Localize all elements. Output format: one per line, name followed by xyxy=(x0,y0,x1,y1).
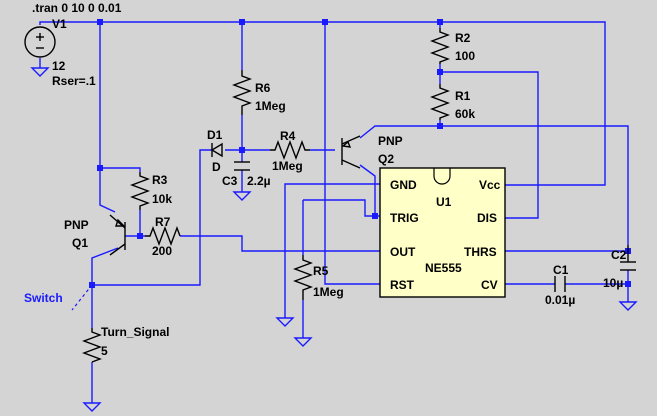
switch-label: Switch xyxy=(24,291,63,305)
transistor-q2[interactable] xyxy=(341,135,361,169)
c1-name: C1 xyxy=(553,263,569,277)
r1-name: R1 xyxy=(455,89,471,103)
transistor-q1[interactable] xyxy=(109,214,126,256)
pin-rst-label: RST xyxy=(390,278,415,292)
resistor-r5[interactable] xyxy=(293,255,313,300)
v1-name: V1 xyxy=(52,17,67,31)
c2-value: 10µ xyxy=(603,276,623,290)
switch-icon[interactable] xyxy=(71,284,93,311)
c3-value: 2.2µ xyxy=(247,174,271,188)
source-icon xyxy=(24,26,56,58)
r7-name: R7 xyxy=(155,215,171,229)
ic-body xyxy=(379,167,506,298)
junction-dot xyxy=(322,19,328,25)
junction-dot xyxy=(97,165,103,171)
junction-dot xyxy=(239,19,245,25)
wire-dis[interactable] xyxy=(440,71,539,219)
ic-name: U1 xyxy=(436,195,452,209)
r6-value: 1Meg xyxy=(255,99,286,113)
r1-value: 60k xyxy=(455,107,475,121)
capacitor-c2[interactable] xyxy=(620,245,636,271)
q2-type: PNP xyxy=(378,134,403,148)
resistor-r2[interactable] xyxy=(430,28,450,64)
voltage-source-v1[interactable] xyxy=(24,26,56,58)
lamp-turn-signal[interactable] xyxy=(82,328,102,363)
v1-value: 12 xyxy=(52,59,66,73)
d1-name: D1 xyxy=(207,128,223,142)
wire-switch-node[interactable] xyxy=(92,149,212,286)
q1-name: Q1 xyxy=(72,236,88,250)
q2-name: Q2 xyxy=(378,152,394,166)
junction-dot xyxy=(239,147,245,153)
r2-name: R2 xyxy=(455,31,471,45)
r4-name: R4 xyxy=(280,129,296,143)
c2-name: C2 xyxy=(611,248,627,262)
c3-name: C3 xyxy=(222,174,238,188)
wire-q2-emitter[interactable] xyxy=(359,125,440,139)
c1-value: 0.01µ xyxy=(545,293,575,307)
pin-cv-label: CV xyxy=(481,278,498,292)
resistor-r1[interactable] xyxy=(430,84,450,120)
wire-rst[interactable] xyxy=(324,250,380,285)
r2-value: 100 xyxy=(455,49,475,63)
resistor-r3[interactable] xyxy=(130,172,150,210)
pin-out-label: OUT xyxy=(390,245,416,259)
ground-symbols xyxy=(30,67,638,412)
diode-d1[interactable] xyxy=(210,142,223,158)
wire-supply-rail[interactable] xyxy=(39,21,606,186)
wires xyxy=(39,21,629,403)
v1-param: Rser=.1 xyxy=(52,74,96,88)
junction-dot xyxy=(625,281,631,287)
lamp-name: Turn_Signal xyxy=(101,325,169,339)
ground-icon xyxy=(82,402,102,412)
r3-value: 10k xyxy=(152,192,172,206)
r6-name: R6 xyxy=(255,81,271,95)
junction-dot xyxy=(437,19,443,25)
wire-q1-collector[interactable] xyxy=(91,247,119,285)
capacitor-c3[interactable] xyxy=(234,161,250,171)
junction-dot xyxy=(372,213,378,219)
ic-notch xyxy=(433,168,451,185)
r7-value: 200 xyxy=(152,244,172,258)
junction-dot xyxy=(97,19,103,25)
ground-icon xyxy=(275,317,295,327)
wire-r7-out[interactable] xyxy=(180,235,380,252)
q1-type: PNP xyxy=(64,218,89,232)
r5-value: 1Meg xyxy=(313,285,344,299)
capacitor-c1[interactable] xyxy=(554,276,566,292)
pin-thrs-label: THRS xyxy=(464,245,497,259)
lamp-value: 5 xyxy=(101,344,108,358)
r5-name: R5 xyxy=(313,264,329,278)
r3-name: R3 xyxy=(152,173,168,187)
ground-icon xyxy=(293,337,313,347)
ground-icon xyxy=(232,191,252,201)
wire-gnd-pin[interactable] xyxy=(284,183,380,318)
ic-ne555[interactable] xyxy=(379,167,506,298)
pin-vcc-label: Vcc xyxy=(479,178,501,192)
pin-gnd-label: GND xyxy=(390,178,417,192)
junction-dot xyxy=(137,233,143,239)
ic-part: NE555 xyxy=(425,261,462,275)
junction-dot xyxy=(437,123,443,129)
sim-directive[interactable]: .tran 0 10 0 0.01 xyxy=(32,1,122,15)
wire-q2-collector[interactable] xyxy=(359,164,376,216)
ground-icon xyxy=(618,301,638,311)
wire-r3-top[interactable] xyxy=(100,167,141,172)
resistor-r6[interactable] xyxy=(232,70,252,115)
ground-icon xyxy=(30,67,50,77)
wire-q1-emitter[interactable] xyxy=(99,168,116,213)
d1-value: D xyxy=(212,160,221,174)
wire-trig[interactable] xyxy=(303,199,380,217)
junction-dot xyxy=(437,69,443,75)
resistor-r7[interactable] xyxy=(145,226,181,246)
pin-trig-label: TRIG xyxy=(390,211,419,225)
pin-dis-label: DIS xyxy=(477,211,497,225)
resistor-r4[interactable] xyxy=(270,140,310,160)
r4-value: 1Meg xyxy=(272,159,303,173)
